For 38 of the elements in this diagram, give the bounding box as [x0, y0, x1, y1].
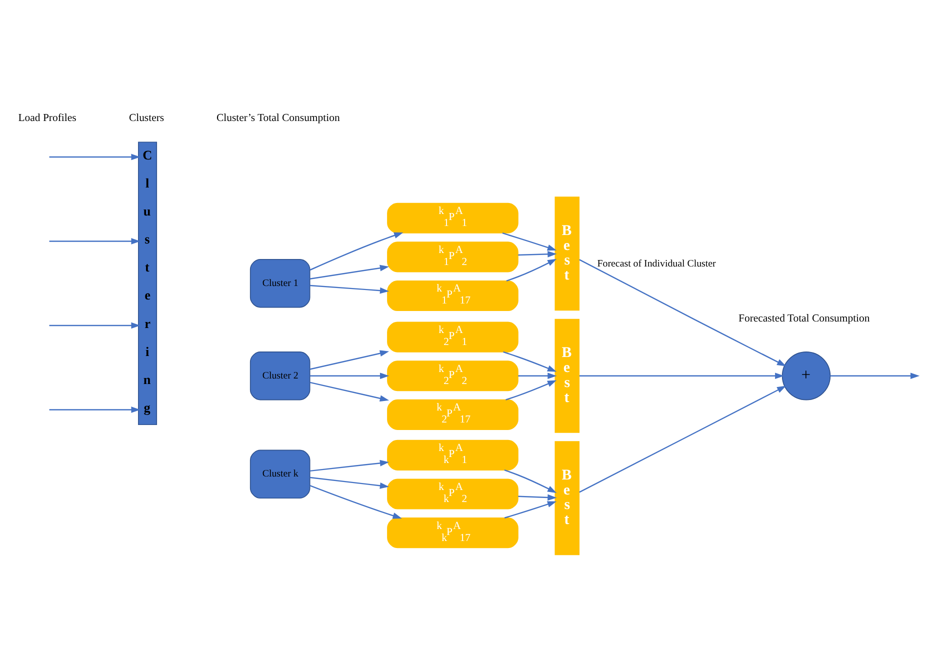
arrow	[506, 380, 557, 400]
arrow	[310, 484, 402, 518]
arrow	[506, 258, 557, 281]
arrow	[502, 232, 557, 250]
node-box: Cluster k	[250, 449, 310, 498]
arrow	[310, 284, 390, 294]
arrow	[830, 372, 920, 379]
arrow	[49, 238, 140, 244]
label: Cluster’s Total Consumption	[216, 111, 340, 124]
arrow	[579, 258, 786, 366]
label: Clusters	[128, 111, 164, 124]
arrow	[310, 372, 390, 379]
arrow	[579, 385, 786, 492]
node-circle: +	[782, 351, 831, 400]
arrow	[49, 153, 140, 160]
arrow	[310, 350, 390, 370]
arrow	[518, 250, 557, 257]
arrow	[579, 372, 784, 379]
arrow	[310, 381, 390, 402]
arrow	[504, 468, 557, 492]
arrow	[518, 372, 557, 379]
arrow	[310, 232, 404, 270]
edge-label: Forecast of Individual Cluster	[597, 258, 716, 270]
label: Load Profiles	[18, 111, 76, 124]
arrow	[310, 459, 390, 472]
arrow	[49, 322, 140, 328]
arrow	[504, 500, 557, 518]
node-box: Cluster 2	[250, 351, 310, 400]
node-box: Best	[554, 196, 580, 310]
node-box: Best	[554, 440, 580, 555]
arrow	[310, 476, 390, 488]
arrow	[310, 264, 390, 279]
arrow	[518, 494, 557, 500]
node-box: Cluster 1	[250, 258, 310, 308]
arrow	[49, 406, 140, 412]
node-box: Best	[554, 318, 580, 432]
arrow	[503, 350, 557, 372]
node-label: Forecasted Total Consumption	[738, 312, 870, 324]
